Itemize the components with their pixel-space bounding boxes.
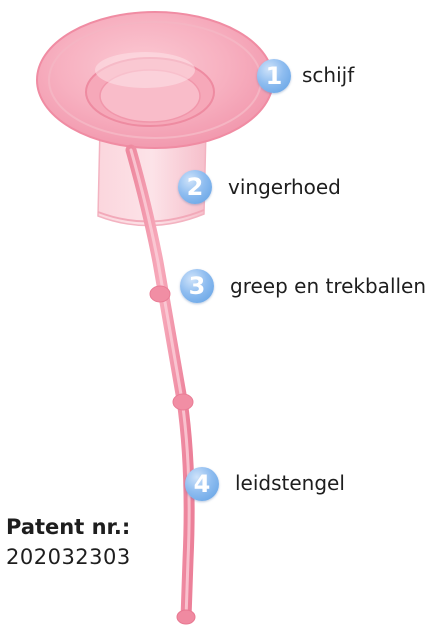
- label-grip: greep en trekballen: [230, 274, 426, 298]
- disc: [37, 12, 273, 148]
- label-disc: schijf: [302, 63, 354, 87]
- badge-1: 1: [257, 59, 291, 93]
- label-stem: leidstengel: [235, 471, 345, 495]
- badge-number: 2: [187, 173, 204, 201]
- label-thimble: vingerhoed: [228, 175, 341, 199]
- badge-2: 2: [178, 170, 212, 204]
- badge-4: 4: [185, 467, 219, 501]
- patent-block: Patent nr.: 202032303: [6, 512, 131, 572]
- badge-3: 3: [180, 269, 214, 303]
- badge-number: 1: [266, 62, 283, 90]
- badge-number: 4: [194, 470, 211, 498]
- patent-title: Patent nr.:: [6, 512, 131, 542]
- patent-number: 202032303: [6, 542, 131, 572]
- badge-number: 3: [189, 272, 206, 300]
